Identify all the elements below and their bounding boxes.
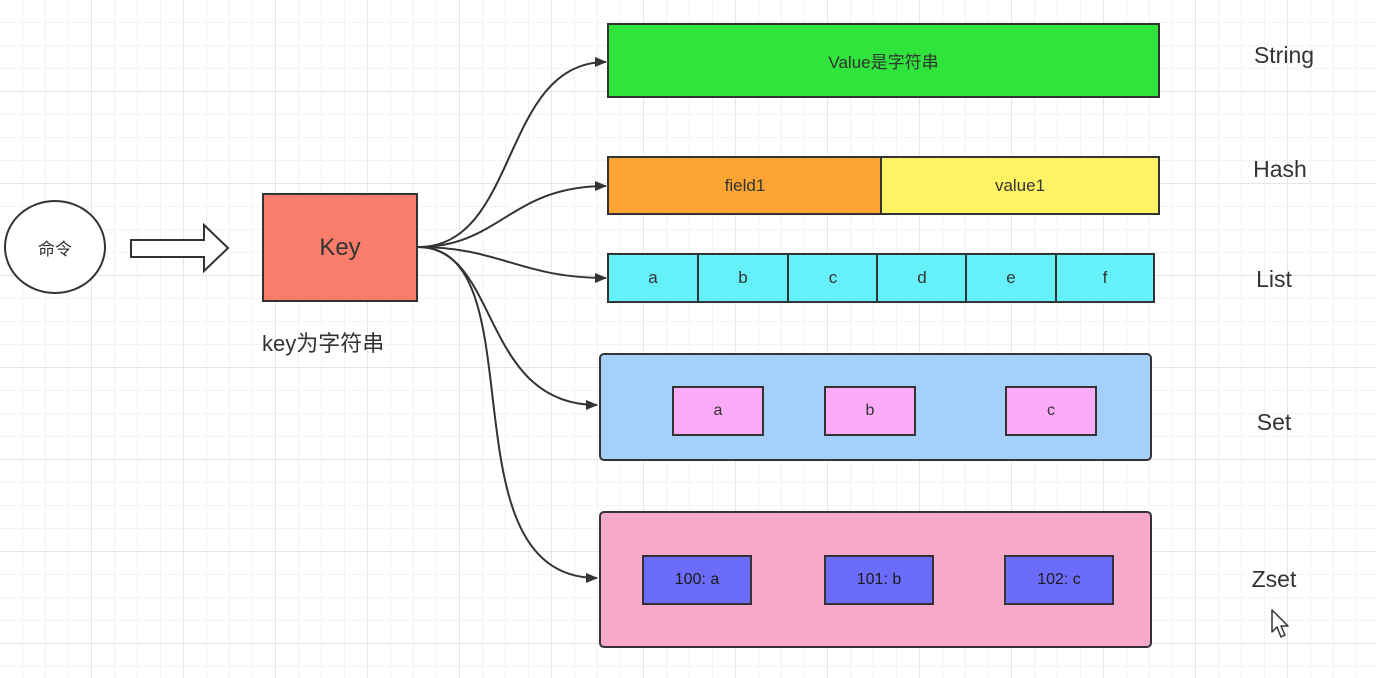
zset-item: 101: b [824,555,934,605]
zset-item-label: 102: c [1037,571,1081,588]
set-item: c [1005,386,1097,436]
key-node: Key [262,193,418,302]
zset-item: 100: a [642,555,752,605]
list-item-label: b [738,268,748,287]
connector-set [417,246,598,410]
command-node: 命令 [4,200,106,294]
list-item: a [607,253,699,303]
set-item-label: a [713,402,723,419]
list-item-label: c [828,268,838,287]
zset-item-label: 101: b [856,571,902,588]
type-label-string: String [1253,42,1315,68]
connector-zset [417,246,598,583]
command-label: 命令 [38,239,72,259]
connector-list [417,246,607,283]
hash-value-box: value1 [880,156,1160,215]
set-item: b [824,386,916,436]
key-label: Key [319,233,361,261]
set-item: a [672,386,764,436]
type-label-list: List [1256,266,1292,292]
string-value-box: Value是字符串 [607,23,1160,98]
list-item: f [1055,253,1155,303]
list-item: b [697,253,789,303]
hash-value-label: value1 [994,175,1046,195]
type-label-set: Set [1256,409,1292,435]
list-item-label: d [917,268,927,287]
zset-item: 102: c [1004,555,1114,605]
hash-field-label: field1 [724,175,766,195]
string-value-label: Value是字符串 [828,53,939,72]
zset-item-label: 100: a [674,571,720,588]
command-to-key-arrow [130,222,230,274]
list-item-label: e [1006,268,1016,287]
mouse-pointer-icon [1271,609,1289,638]
set-item-label: b [865,402,875,419]
type-label-zset: Zset [1251,566,1297,592]
list-item-label: a [648,268,658,287]
connector-string [417,57,607,248]
hash-field-box: field1 [607,156,883,215]
type-label-hash: Hash [1253,156,1307,182]
connector-hash [417,181,607,248]
list-item-label: f [1102,268,1108,287]
list-item: c [787,253,879,303]
set-item-label: c [1047,402,1055,419]
key-caption: key为字符串 [262,331,385,356]
list-item: e [965,253,1057,303]
list-item: d [876,253,968,303]
